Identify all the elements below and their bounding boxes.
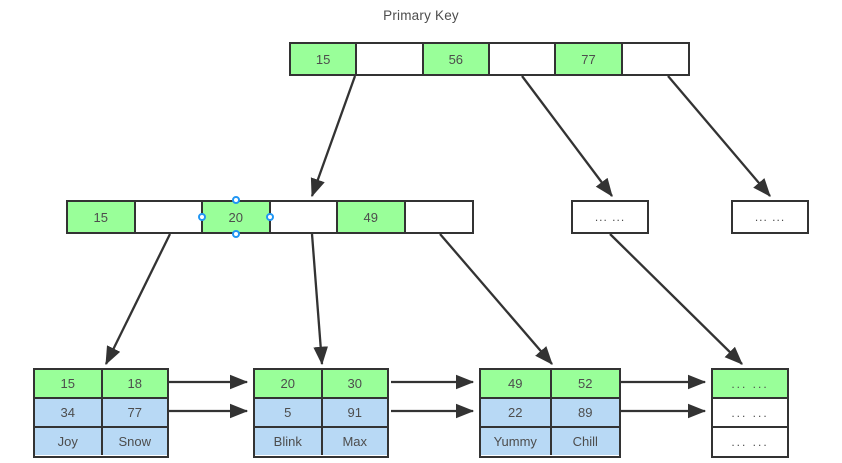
internal-node-1[interactable]: 15 20 49 [66,200,474,234]
edge-internal2-to-leaf-4 [609,233,743,365]
leaf-1-value-1-1[interactable]: 34 [35,399,103,426]
leaf-3-key-1[interactable]: 49 [481,370,552,397]
internal-2-ellipsis[interactable]: ... ... [573,202,647,232]
leaf-3-value-1-2[interactable]: 89 [551,399,619,426]
leaf-1-key-2[interactable]: 18 [102,370,167,397]
leaf-2-value-row-1: 5 91 [255,399,387,428]
leaf-1-value-2-1[interactable]: Joy [35,428,103,455]
leaf-4-value-2-ellipsis[interactable]: ... ... [713,428,787,455]
leaf-3-value-2-1[interactable]: Yummy [481,428,552,455]
leaf-node-1[interactable]: 15 18 34 77 Joy Snow [33,368,169,458]
edge-internal-to-leaf-3 [439,233,553,365]
leaf-3-key-2[interactable]: 52 [551,370,619,397]
internal-1-cell-pointer-2[interactable] [270,202,338,232]
internal-1-cell-key-3[interactable]: 49 [338,202,406,232]
leaf-node-3[interactable]: 49 52 22 89 Yummy Chill [479,368,621,458]
leaf-2-key-row: 20 30 [255,370,387,399]
leaf-4-key-ellipsis[interactable]: ... ... [713,370,787,397]
leaf-1-value-row-1: 34 77 [35,399,167,428]
leaf-1-value-2-2[interactable]: Snow [102,428,167,455]
leaf-2-value-1-2[interactable]: 91 [322,399,387,426]
root-cell-pointer-1[interactable] [357,44,424,74]
edge-root-to-internal-2 [521,75,613,197]
root-cell-key-1[interactable]: 15 [291,44,358,74]
leaf-4-value-row-1: ... ... [713,399,787,428]
leaf-1-key-row: 15 18 [35,370,167,399]
leaf-4-key-row: ... ... [713,370,787,399]
root-cell-key-2[interactable]: 56 [423,44,490,74]
selection-handle-top[interactable] [232,196,240,204]
leaf-1-value-row-2: Joy Snow [35,428,167,455]
leaf-node-2[interactable]: 20 30 5 91 Blink Max [253,368,389,458]
selection-handle-right[interactable] [266,213,274,221]
root-cell-key-3[interactable]: 77 [556,44,623,74]
leaf-1-value-1-2[interactable]: 77 [102,399,167,426]
internal-1-cell-key-1[interactable]: 15 [68,202,136,232]
selection-handle-bottom[interactable] [232,230,240,238]
leaf-3-value-row-2: Yummy Chill [481,428,619,455]
leaf-2-key-2[interactable]: 30 [322,370,387,397]
leaf-1-key-1[interactable]: 15 [35,370,103,397]
leaf-4-value-row-2: ... ... [713,428,787,455]
edge-root-to-internal-3 [667,75,771,197]
root-cell-pointer-2[interactable] [489,44,557,74]
internal-1-cell-pointer-1[interactable] [135,202,203,232]
leaf-4-value-1-ellipsis[interactable]: ... ... [713,399,787,426]
edge-internal-to-leaf-2 [310,233,329,366]
leaf-3-value-1-1[interactable]: 22 [481,399,552,426]
leaf-node-4[interactable]: ... ... ... ... ... ... [711,368,789,458]
leaf-2-value-row-2: Blink Max [255,428,387,455]
internal-1-cell-key-2-selected[interactable]: 20 [203,202,271,232]
internal-1-cell-pointer-3[interactable] [405,202,472,232]
page-title: Primary Key [383,8,459,23]
root-cell-pointer-3[interactable] [622,44,688,74]
selection-handle-left[interactable] [198,213,206,221]
leaf-3-value-2-2[interactable]: Chill [551,428,619,455]
internal-3-ellipsis[interactable]: ... ... [733,202,807,232]
internal-node-3[interactable]: ... ... [731,200,809,234]
leaf-2-value-1-1[interactable]: 5 [255,399,323,426]
leaf-3-key-row: 49 52 [481,370,619,399]
internal-node-2[interactable]: ... ... [571,200,649,234]
leaf-2-value-2-2[interactable]: Max [322,428,387,455]
edge-internal-to-leaf-1 [104,233,172,366]
leaf-3-value-row-1: 22 89 [481,399,619,428]
root-node[interactable]: 15 56 77 [289,42,690,76]
leaf-2-key-1[interactable]: 20 [255,370,323,397]
edge-root-to-internal-1 [310,75,357,198]
leaf-2-value-2-1[interactable]: Blink [255,428,323,455]
